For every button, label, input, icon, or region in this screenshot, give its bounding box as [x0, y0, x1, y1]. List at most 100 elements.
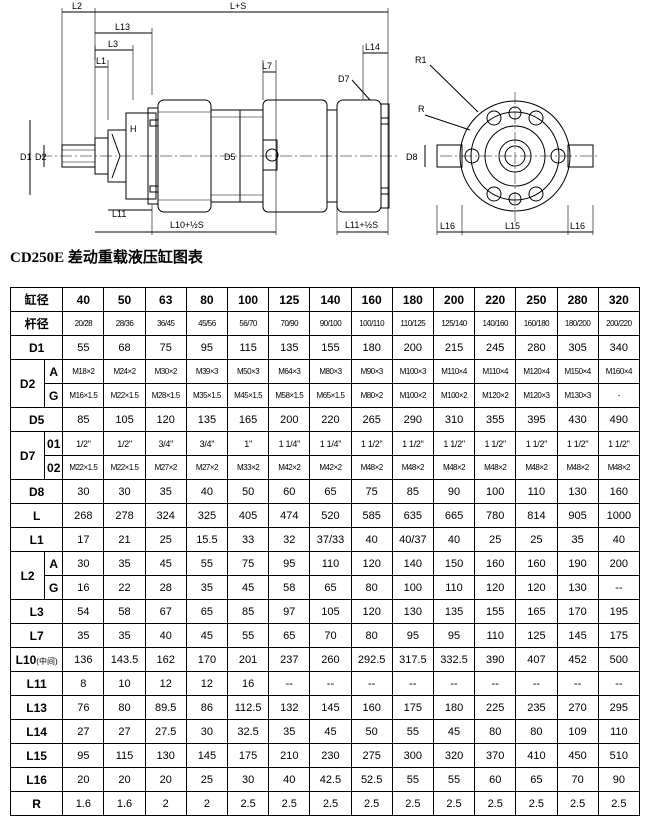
- row-sublabel: A: [44, 359, 64, 384]
- cell-value: 407: [515, 647, 558, 672]
- cell-value: 665: [432, 503, 476, 528]
- dim-l16b-label: L16: [570, 221, 585, 231]
- cell-value: 32: [268, 527, 311, 552]
- cell-value: M42×2: [268, 455, 311, 480]
- cell-value: 75: [350, 479, 393, 504]
- row-label: L7: [9, 623, 64, 648]
- cell-value: --: [350, 671, 393, 696]
- cell-value: M30×2: [144, 359, 187, 384]
- cell-value: 90: [597, 767, 641, 792]
- cell-value: 30: [62, 551, 105, 576]
- cell-value: 500: [597, 647, 641, 672]
- cell-value: 105: [309, 599, 352, 624]
- cell-value: 20: [103, 767, 146, 792]
- dim-h-label: H: [130, 124, 137, 134]
- cell-value: 145: [309, 695, 352, 720]
- row-label-text: L: [32, 508, 41, 523]
- cell-value: 50: [350, 719, 393, 744]
- cell-value: 474: [268, 503, 311, 528]
- cell-value: 40: [185, 479, 229, 504]
- dim-d7-label: D7: [338, 74, 350, 84]
- cell-value: M42×2: [309, 455, 352, 480]
- cell-value: --: [597, 671, 641, 696]
- cell-value: 201: [226, 647, 270, 672]
- cell-value: 28: [144, 575, 187, 600]
- cell-value: 25: [474, 527, 517, 552]
- cell-value: 120: [144, 407, 187, 432]
- cell-value: 97: [268, 599, 311, 624]
- cell-value: 2.5: [432, 791, 476, 816]
- cell-value: 520: [309, 503, 352, 528]
- cell-value: 60: [268, 479, 311, 504]
- cell-value: 2.5: [556, 791, 599, 816]
- cell-value: 170: [185, 647, 229, 672]
- cell-value: 430: [556, 407, 599, 432]
- cell-value: 55: [62, 335, 105, 360]
- cell-value: 200: [268, 407, 311, 432]
- cell-value: 35: [185, 575, 229, 600]
- row-label: L14: [9, 719, 64, 744]
- cell-value: 332.5: [432, 647, 476, 672]
- cell-value: 20: [62, 767, 105, 792]
- cell-value: 245: [474, 335, 517, 360]
- cell-value: 8: [62, 671, 105, 696]
- cell-value: 2.5: [515, 791, 558, 816]
- dim-l15-label: L15: [505, 221, 520, 231]
- cell-value: M64×3: [268, 359, 311, 384]
- cell-value: 225: [474, 695, 517, 720]
- row-label: L1: [9, 527, 64, 552]
- cell-value: 120: [350, 551, 393, 576]
- cell-value: 165: [226, 407, 270, 432]
- dim-r-label: R: [418, 104, 425, 114]
- cell-value: M150×4: [556, 359, 599, 384]
- cell-value: 295: [597, 695, 641, 720]
- cell-value: 45: [309, 719, 352, 744]
- cell-value: 54: [62, 599, 105, 624]
- cell-value: M48×2: [432, 455, 476, 480]
- cell-value: 109: [556, 719, 599, 744]
- cell-value: 45: [144, 551, 187, 576]
- cell-value: 100: [474, 479, 517, 504]
- cell-value: 220: [309, 407, 352, 432]
- cell-value: 33: [226, 527, 270, 552]
- cell-value: 1 1/2": [350, 431, 393, 456]
- cell-value: M22×1.5: [62, 455, 105, 480]
- bore-value: 40: [62, 287, 105, 312]
- cell-value: 65: [185, 599, 229, 624]
- cell-value: 175: [391, 695, 434, 720]
- cell-value: 135: [268, 335, 311, 360]
- cell-value: 2.5: [391, 791, 434, 816]
- cell-value: 200: [597, 551, 641, 576]
- cell-value: 1/2": [103, 431, 146, 456]
- cell-value: 490: [597, 407, 641, 432]
- cell-value: 270: [556, 695, 599, 720]
- cell-value: 130: [556, 479, 599, 504]
- cell-value: 130: [556, 575, 599, 600]
- cell-value: 80: [350, 575, 393, 600]
- cell-value: 40: [268, 767, 311, 792]
- cell-value: 635: [391, 503, 434, 528]
- cell-value: M28×1.5: [144, 383, 187, 408]
- cell-value: 2.5: [226, 791, 270, 816]
- cell-value: 115: [226, 335, 270, 360]
- cell-value: 215: [432, 335, 476, 360]
- cell-value: 35: [103, 551, 146, 576]
- bore-value: 125: [268, 287, 311, 312]
- cell-value: 110: [515, 479, 558, 504]
- cell-value: 27: [62, 719, 105, 744]
- cell-value: 25: [515, 527, 558, 552]
- cell-value: 230: [309, 743, 352, 768]
- cell-value: 1000: [597, 503, 641, 528]
- cell-value: 52.5: [350, 767, 393, 792]
- cell-value: 190: [556, 551, 599, 576]
- cell-value: 135: [185, 407, 229, 432]
- cell-value: 70: [556, 767, 599, 792]
- cell-value: 50: [226, 479, 270, 504]
- cell-value: 90: [432, 479, 476, 504]
- rod-value: 28/36: [103, 311, 146, 336]
- cell-value: 120: [515, 575, 558, 600]
- cell-value: M90×3: [350, 359, 393, 384]
- cell-value: 300: [391, 743, 434, 768]
